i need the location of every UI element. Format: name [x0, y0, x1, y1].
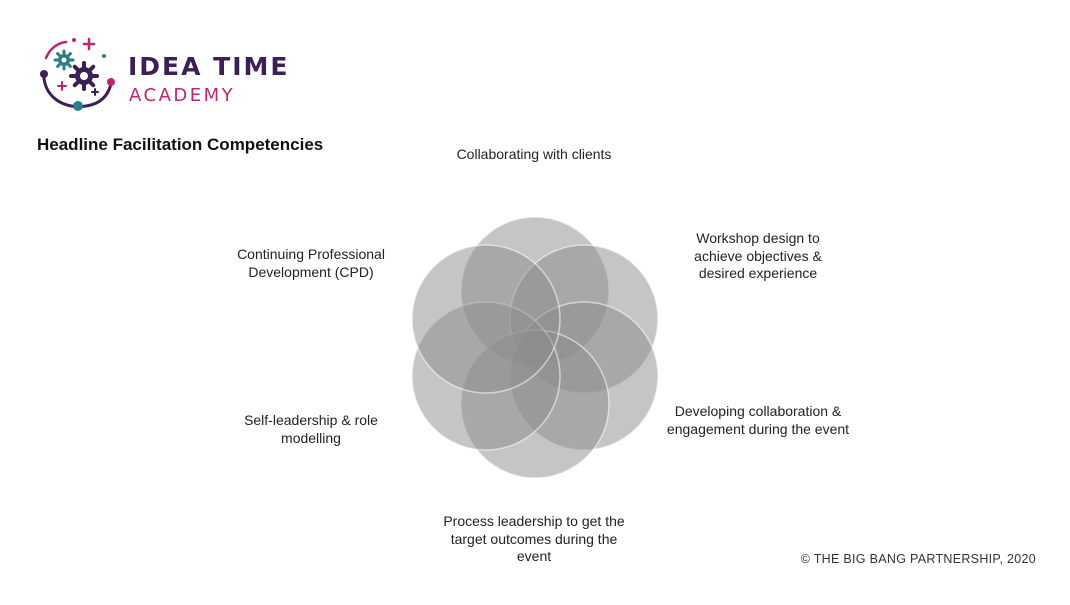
logo-dot — [73, 101, 83, 111]
logo-dot — [40, 70, 48, 78]
competency-label-cpd: Continuing Professional Development (CPD… — [237, 246, 385, 280]
logo-gear-small — [53, 49, 75, 71]
competency-label-self-leadership: Self-leadership & role modelling — [244, 412, 378, 446]
logo-swoosh-accent — [44, 40, 68, 60]
logo-dot — [107, 78, 115, 86]
competency-label-process-leadership: Process leadership to get the target out… — [443, 513, 625, 564]
logo-dot — [102, 54, 106, 58]
competency-label-collaborating-with-clients: Collaborating with clients — [456, 146, 612, 162]
logo-wordmark-line1: IDEA TIME — [128, 52, 290, 81]
competency-label-developing-collaboration: Developing collaboration & engagement du… — [666, 403, 850, 437]
logo-plus — [91, 88, 99, 96]
logo-plus — [82, 37, 96, 51]
logo-dot — [72, 38, 76, 42]
competency-label-workshop-design: Workshop design to achieve objectives & … — [694, 230, 822, 281]
logo-wordmark-line2: ACADEMY — [129, 85, 236, 106]
page-title: Headline Facilitation Competencies — [37, 135, 324, 154]
competency-circle-6 — [411, 244, 561, 394]
copyright-footer: © THE BIG BANG PARTNERSHIP, 2020 — [800, 552, 1036, 566]
logo-gear-large — [69, 61, 99, 91]
idea-time-academy-logo-mark — [40, 37, 115, 111]
competency-flower-diagram — [411, 216, 659, 479]
logo-swoosh — [42, 70, 113, 109]
logo-plus — [57, 81, 67, 91]
